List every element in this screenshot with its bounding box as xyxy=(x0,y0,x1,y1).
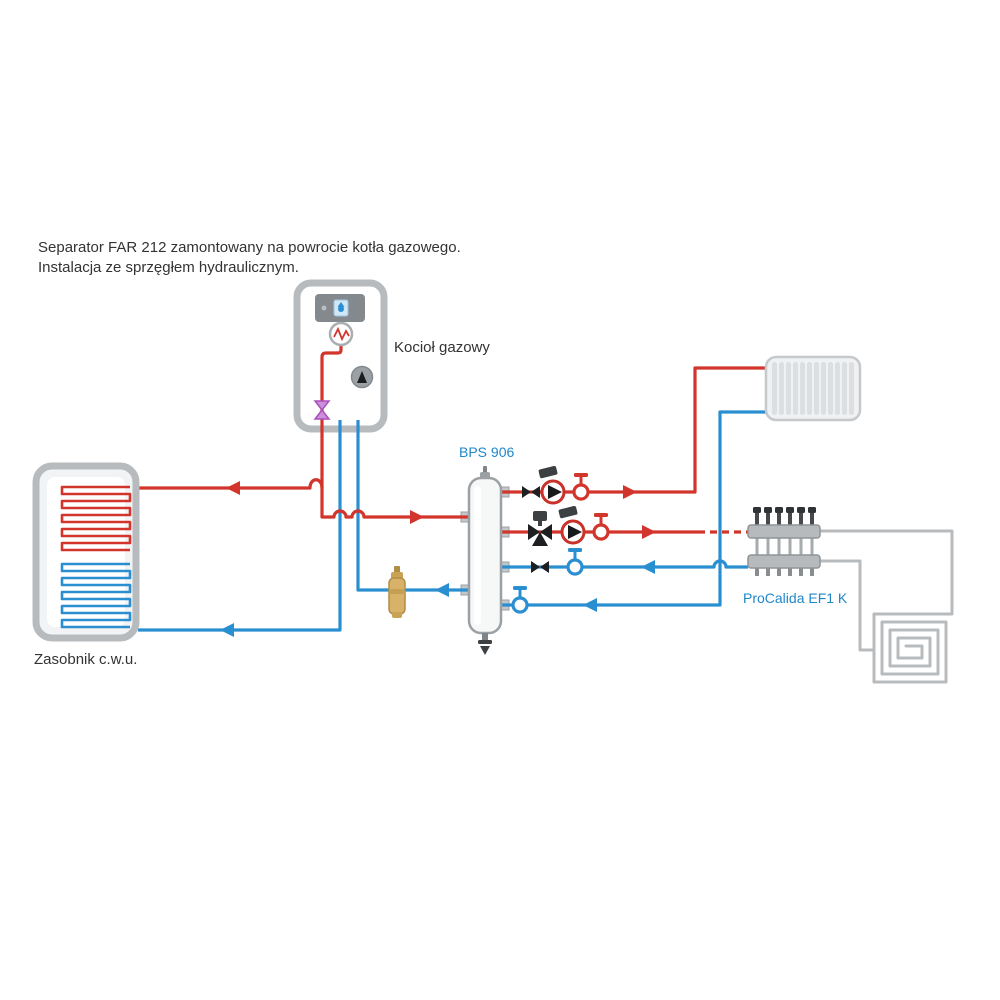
label-boiler: Kocioł gazowy xyxy=(394,339,490,356)
hydraulic-separator xyxy=(467,466,503,655)
ball-valve-radiator-circuit-icon xyxy=(572,471,590,501)
separator-body xyxy=(467,476,503,635)
far212-body xyxy=(388,577,406,615)
gas-boiler xyxy=(293,279,388,433)
drain-stem xyxy=(482,633,488,641)
ball-valve-mixed-circuit-icon xyxy=(592,511,610,541)
dhw-valve-top xyxy=(313,400,331,412)
ball-valve-manifold-return-icon xyxy=(566,546,584,576)
tank-coil-cold xyxy=(60,562,132,629)
radiator-fins xyxy=(772,362,854,415)
tank-coil-hot xyxy=(60,485,132,552)
flow-arrow-mixed-supply-right xyxy=(642,525,656,539)
boiler-pump-triangle xyxy=(357,371,367,383)
manifold-valve-stems xyxy=(753,507,816,576)
boiler-heat-exchanger-coil xyxy=(333,326,350,342)
mixing-valve-stem xyxy=(538,521,542,526)
mixing-valve-actuator xyxy=(533,511,547,521)
flow-arrows xyxy=(220,481,656,637)
flow-arrow-boiler-return-left xyxy=(435,583,449,597)
floor-heating-loop-return xyxy=(818,559,874,652)
manifold-bottom-bar xyxy=(747,554,821,569)
drain-spout xyxy=(480,646,490,655)
boiler-heat-exchanger-icon xyxy=(328,321,354,347)
dhw-diverter-valve-icon xyxy=(313,400,331,420)
manifold-top-bar xyxy=(747,524,821,539)
drain-handle xyxy=(478,640,492,644)
pipe-radiator-return xyxy=(496,410,768,607)
pipe-tank-return xyxy=(138,420,342,632)
pipe-tank-supply xyxy=(138,478,324,490)
boiler-panel-knob xyxy=(321,305,327,311)
dhw-valve-bottom xyxy=(313,408,331,420)
flow-arrow-tank-return-left xyxy=(220,623,234,637)
pipe-boiler-supply xyxy=(320,346,474,519)
floor-heating-manifold xyxy=(747,507,821,576)
label-tank: Zasobnik c.w.u. xyxy=(34,651,137,668)
tank-interior xyxy=(47,477,125,627)
title-line-1: Separator FAR 212 zamontowany na powroci… xyxy=(38,239,461,256)
dhw-tank xyxy=(32,462,140,642)
floor-heating-loop xyxy=(818,529,954,684)
dirt-separator-far212-icon xyxy=(388,566,406,618)
mixing-valve-icon xyxy=(528,511,552,546)
separator-drain-valve xyxy=(478,633,492,655)
ball-valve-radiator-return-icon xyxy=(511,584,529,614)
pipe-radiator-supply xyxy=(496,366,768,494)
radiator xyxy=(764,355,862,422)
flow-arrow-separator-supply-right xyxy=(410,510,424,524)
far212-band xyxy=(389,589,405,594)
title-line-2: Instalacja ze sprzęgłem hydraulicznym. xyxy=(38,259,299,276)
boiler-flame-icon-dot xyxy=(338,306,344,312)
boiler-internals xyxy=(313,321,374,420)
mixing-valve-body xyxy=(528,524,552,546)
boiler-flame-icon xyxy=(337,302,345,307)
flow-arrow-radiator-return-left xyxy=(583,598,597,612)
label-separator: BPS 906 xyxy=(459,444,514,460)
flow-arrow-manifold-return-left xyxy=(641,560,655,574)
flow-arrow-tank-supply-left xyxy=(226,481,240,495)
separator-highlight xyxy=(474,486,481,625)
far212-bottom-cap xyxy=(392,612,402,618)
label-manifold: ProCalida EF1 K xyxy=(743,590,848,606)
flow-arrow-radiator-supply-right xyxy=(623,485,637,499)
